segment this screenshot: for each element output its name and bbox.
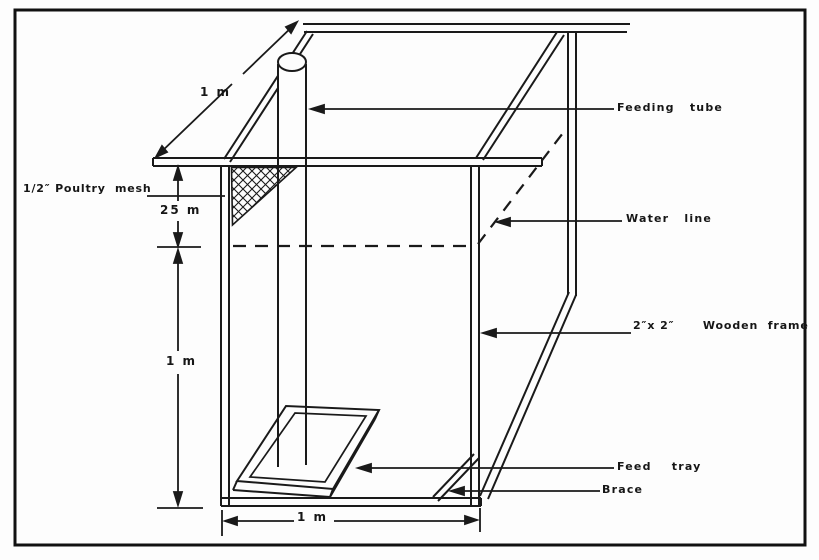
label-water-line: Water line xyxy=(626,212,713,225)
leader-lines xyxy=(147,103,631,497)
brace-shape xyxy=(432,453,480,502)
left-dimension-lines xyxy=(157,163,203,509)
rim-right-edge xyxy=(475,31,565,161)
feed-tray-shape xyxy=(232,404,381,498)
water-line-dashes xyxy=(233,128,567,248)
top-dimension-line xyxy=(153,20,300,159)
dimension-label-cage-depth: 1 m xyxy=(166,354,198,368)
feeding-tube-sides xyxy=(277,64,307,467)
dimension-label-cage-width: 1 m xyxy=(297,510,329,524)
label-wooden-frame: 2″x 2″ Wooden frame xyxy=(633,319,809,332)
lid-rear-rail xyxy=(303,23,630,33)
label-feed-tray: Feed tray xyxy=(617,460,702,473)
label-brace: Brace xyxy=(602,483,644,496)
poultry-mesh-patch xyxy=(230,166,299,227)
label-poultry-mesh: 1/2″ Poultry mesh xyxy=(23,182,152,195)
bottom-dimension-line xyxy=(221,508,481,536)
feeding-tube xyxy=(277,52,307,172)
front-frame xyxy=(220,167,482,507)
rear-post xyxy=(479,33,577,500)
label-feeding-tube: Feeding tube xyxy=(617,101,724,114)
figure-border xyxy=(13,8,807,547)
lid-front-edge xyxy=(152,157,543,167)
dimension-label-mesh-height: 25 m xyxy=(160,203,202,217)
dimension-label-lid-depth: 1 m xyxy=(200,85,232,99)
